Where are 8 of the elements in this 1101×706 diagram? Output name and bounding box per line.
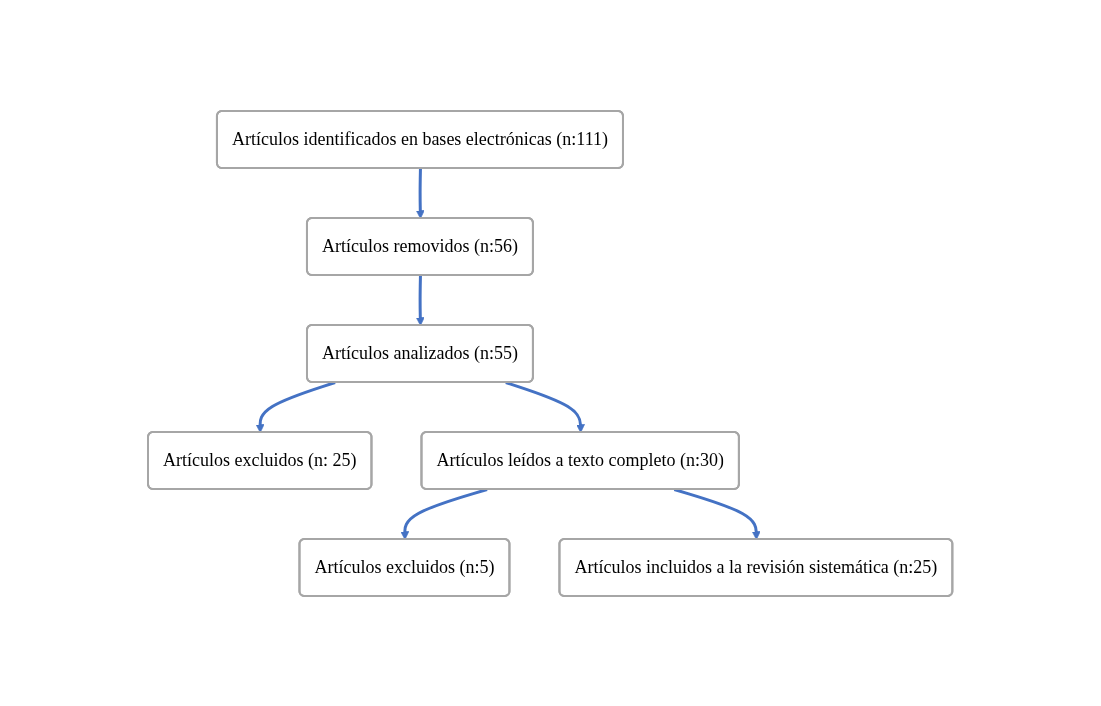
arrow xyxy=(256,380,336,433)
node-text: Artículos removidos (n:56) xyxy=(322,235,519,256)
arrow xyxy=(505,380,586,433)
node-text: Artículos identificados en bases electrónicas (n:111) xyxy=(232,128,609,149)
arrow xyxy=(400,487,488,540)
arrow xyxy=(674,487,761,540)
arrow xyxy=(416,167,425,219)
arrow xyxy=(416,274,425,326)
